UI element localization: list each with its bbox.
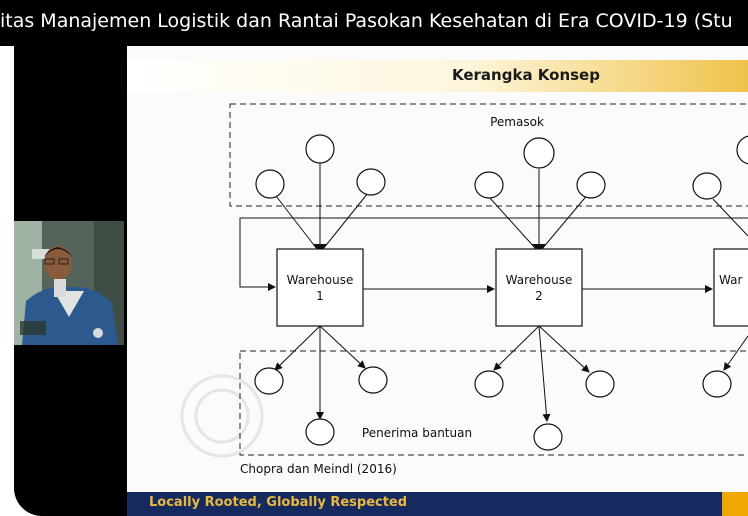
supplier-node: [356, 168, 386, 196]
speaker-image: [14, 221, 124, 345]
receiver-node: [305, 418, 335, 446]
speaker-video-thumbnail[interactable]: [14, 221, 124, 345]
receiver-line: [274, 325, 321, 371]
presentation-slide: Kerangka Konsep: [127, 46, 748, 516]
warehouse-1-label: Warehouse: [287, 273, 354, 287]
supplier-node: [523, 137, 555, 169]
decorative-watermark: [180, 374, 264, 458]
citation-text: Chopra dan Meindl (2016): [240, 462, 397, 476]
receiver-node: [358, 366, 388, 394]
video-title: itas Manajemen Logistik dan Rantai Pasok…: [0, 10, 733, 32]
footer-tagline: Locally Rooted, Globally Respected: [149, 495, 408, 510]
receiver-line: [723, 335, 748, 371]
supplier-group-box: [229, 103, 748, 207]
footer-accent: [722, 492, 748, 516]
receiver-node: [533, 423, 563, 451]
receiver-node: [254, 367, 284, 395]
supplier-node: [255, 169, 285, 199]
supplier-line: [322, 192, 369, 250]
supplier-line: [488, 196, 537, 250]
supplier-node: [305, 134, 335, 164]
warehouse-1-box: [276, 248, 364, 327]
receiver-group-box: [239, 350, 748, 456]
receiver-line: [319, 325, 366, 369]
warehouse-3-box: [713, 248, 748, 327]
supplier-label: Pemasok: [490, 115, 544, 129]
supplier-node: [576, 171, 606, 199]
supplier-node: [692, 172, 722, 200]
receiver-label: Penerima bantuan: [362, 426, 472, 440]
supplier-node: [736, 135, 748, 165]
warehouse-2-label: Warehouse: [506, 273, 573, 287]
receiver-line: [493, 325, 540, 371]
receiver-node: [702, 370, 732, 398]
junction-marker: [313, 244, 327, 252]
connector-loop-left: [239, 217, 320, 291]
junction-marker: [532, 244, 546, 252]
receiver-line: [538, 325, 551, 422]
supply-chain-diagram: Pemasok Warehouse 1 Warehouse 2 War Pene…: [180, 103, 748, 458]
warehouse-1-number: 1: [316, 289, 324, 303]
slide-header-band: [127, 60, 748, 92]
slide-heading: Kerangka Konsep: [452, 66, 600, 84]
receiver-node: [585, 370, 615, 398]
warehouse-2-box: [495, 248, 583, 327]
video-title-bar: itas Manajemen Logistik dan Rantai Pasok…: [0, 0, 748, 46]
receiver-line: [538, 325, 590, 373]
supplier-node: [474, 171, 504, 199]
receiver-node: [474, 370, 504, 398]
supplier-line: [712, 198, 748, 237]
supplier-line: [275, 195, 318, 250]
supplier-line: [541, 192, 590, 250]
warehouse-3-label: War: [719, 273, 742, 287]
warehouse-2-number: 2: [535, 289, 543, 303]
slide-footer-band: [127, 492, 748, 516]
